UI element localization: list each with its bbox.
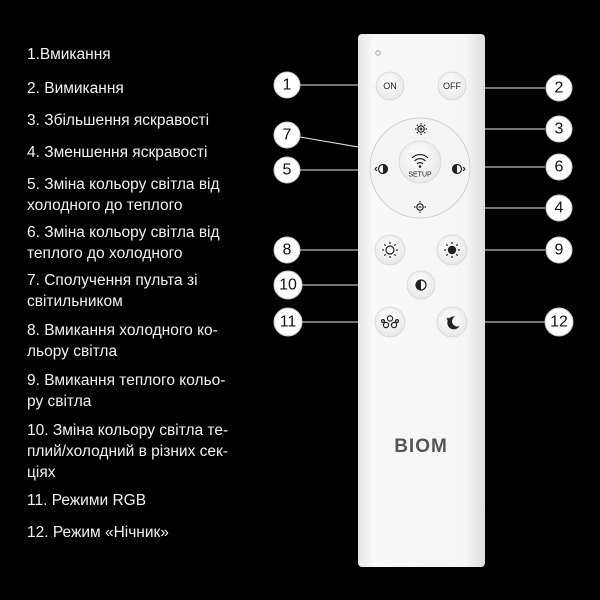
brightness-up-button[interactable]: [415, 123, 427, 135]
callout-9-label: 9: [555, 242, 564, 259]
legend-item-5: 5. Зміна кольору світла від холодного до…: [27, 176, 220, 214]
callout-6: 6: [545, 153, 573, 181]
sun-filled-icon: [444, 242, 460, 258]
callout-10-label: 10: [279, 277, 297, 294]
night-mode-button[interactable]: [436, 306, 468, 338]
legend-item-2: 2. Вимикання: [27, 80, 124, 97]
callout-2-label: 2: [555, 80, 564, 97]
moon-icon: [446, 316, 460, 330]
brand-logo: BIOM: [394, 436, 448, 457]
callout-9: 9: [545, 236, 573, 264]
brightness-down-button[interactable]: [414, 201, 426, 213]
rgb-modes-button[interactable]: [374, 306, 406, 338]
half-circle-icon: [415, 279, 427, 291]
callout-11-label: 11: [280, 314, 297, 331]
callout-5-label: 5: [283, 162, 292, 179]
color-temp-left-icon: [374, 163, 389, 175]
setup-label: SETUP: [408, 172, 432, 179]
color-cold-to-warm-button[interactable]: [374, 163, 389, 175]
legend-item-12: 12. Режим «Нічник»: [27, 524, 169, 541]
legend-item-1: 1.Вмикання: [27, 46, 111, 63]
setup-button[interactable]: SETUP: [398, 140, 442, 184]
indicator-led: [375, 50, 381, 56]
legend-item-4: 4. Зменшення яскравості: [27, 144, 208, 161]
callout-8: 8: [273, 236, 301, 264]
on-label: ON: [383, 81, 397, 91]
off-label: OFF: [443, 81, 461, 91]
warm-light-button[interactable]: [436, 234, 468, 266]
callout-1-label: 1: [283, 77, 292, 94]
cold-light-button[interactable]: [374, 234, 406, 266]
callout-2: 2: [545, 74, 573, 102]
callout-3-label: 3: [555, 121, 564, 138]
legend-item-7: 7. Сполучення пульта зі світильником: [27, 272, 198, 310]
color-warm-to-cold-button[interactable]: [451, 163, 466, 175]
callout-11: 11: [273, 307, 303, 337]
callout-4: 4: [545, 194, 573, 222]
callout-4-label: 4: [555, 200, 564, 217]
remote-body: [358, 34, 485, 567]
wifi-icon: [411, 154, 429, 168]
callout-1: 1: [273, 71, 301, 99]
callout-5: 5: [273, 156, 301, 184]
callout-8-label: 8: [283, 242, 292, 259]
callout-12-label: 12: [550, 314, 568, 331]
brand-label: BIOM: [394, 436, 448, 457]
color-temp-right-icon: [451, 163, 466, 175]
legend-item-3: 3. Збільшення яскравості: [27, 112, 210, 129]
legend-item-6: 6. Зміна кольору світла від теплого до х…: [27, 224, 220, 262]
legend-item-11: 11. Режими RGB: [27, 492, 147, 509]
legend-item-8: 8. Вмикання холодного ко- льору світла: [27, 322, 218, 360]
on-button[interactable]: ON: [375, 71, 405, 101]
callout-7: 7: [273, 121, 301, 149]
sun-outline-icon: [382, 242, 398, 258]
callout-7-label: 7: [283, 127, 292, 144]
sun-dim-icon: [414, 201, 426, 213]
callout-3: 3: [545, 115, 573, 143]
sun-small-icon: [415, 123, 427, 135]
legend-item-9: 9. Вмикання теплого кольо- ру світла: [27, 372, 226, 410]
callout-10: 10: [273, 270, 303, 300]
callout-6-label: 6: [555, 159, 564, 176]
callout-12: 12: [544, 307, 574, 337]
section-toggle-button[interactable]: [406, 270, 436, 300]
legend-item-10: 10. Зміна кольору світла те- плий/холодн…: [27, 422, 229, 481]
rgb-dots-icon: [381, 315, 399, 329]
off-button[interactable]: OFF: [437, 71, 467, 101]
